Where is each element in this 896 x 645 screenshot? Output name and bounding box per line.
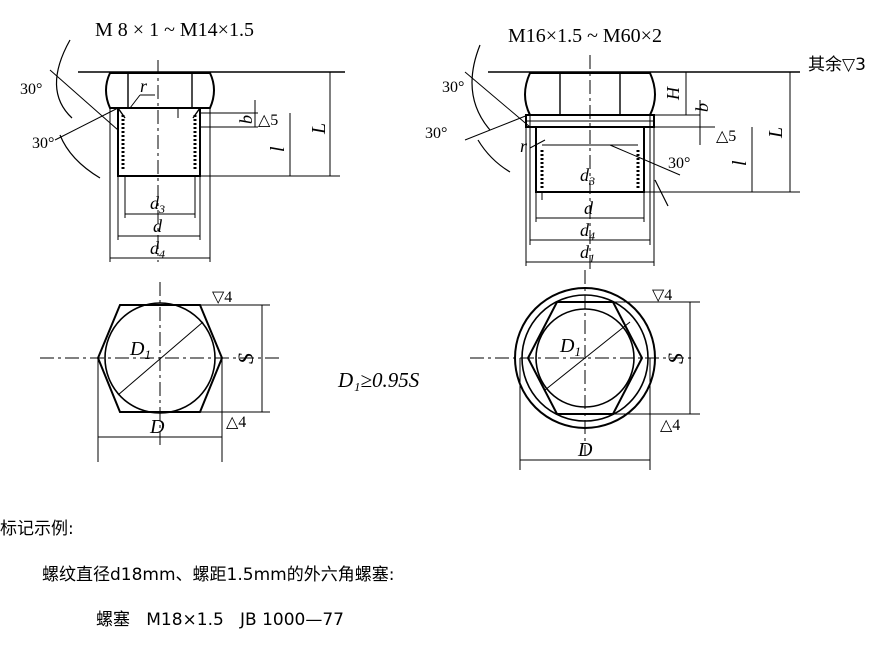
left-tri4-bottom: △4 [226,414,246,431]
right-H-label: H [663,86,683,101]
left-d-label: d [153,216,163,236]
right-r-label: r [520,136,528,156]
surface-note: 其余▽3 [808,55,866,75]
right-d3-label: d3 [580,165,595,188]
right-D-label: D [577,439,593,461]
left-D-label: D [149,416,165,438]
left-D1-label: D1 [129,338,151,362]
left-tri4-top: ▽4 [212,289,232,306]
left-angle-bottom: 30° [32,135,54,152]
right-angle-bottom: 30° [425,125,447,142]
right-d4-label: d4 [580,220,595,243]
right-S-label: S [663,353,688,364]
right-tri5: △5 [716,128,736,145]
formula: D₁≥0.95S [337,368,420,392]
left-side-view [49,39,345,262]
left-title: M 8 × 1 ~ M14×1.5 [95,19,254,41]
left-b-label: b [236,115,256,124]
left-angle-top: 30° [20,81,42,98]
right-d1-label: d1 [580,242,595,265]
right-side-view [464,44,800,270]
marking-description: 螺纹直径d18mm、螺距1.5mm的外六角螺塞: [42,565,395,585]
marking-heading: 标记示例: [0,519,74,539]
marking-designation: 螺塞 M18×1.5 JB 1000—77 [96,610,344,630]
right-D1-label: D1 [559,335,581,359]
left-l-label: l [267,146,289,152]
right-tri4-bottom: △4 [660,417,680,434]
left-r-label: r [140,76,148,96]
right-hex-view [470,270,700,470]
left-d3-label: d3 [150,193,165,216]
right-L-label: L [765,127,787,139]
right-b-label: b [692,103,712,112]
left-d4-label: d4 [150,238,165,261]
right-d-label: d [584,198,594,218]
right-angle-thread: 30° [668,155,690,172]
left-L-label: L [308,123,330,135]
left-tri5: △5 [258,112,278,129]
right-title: M16×1.5 ~ M60×2 [508,25,662,47]
left-S-label: S [233,353,258,364]
left-hex-view [40,282,280,462]
right-l-label: l [729,160,751,166]
right-tri4-top: ▽4 [652,287,672,304]
right-angle-top: 30° [442,79,464,96]
